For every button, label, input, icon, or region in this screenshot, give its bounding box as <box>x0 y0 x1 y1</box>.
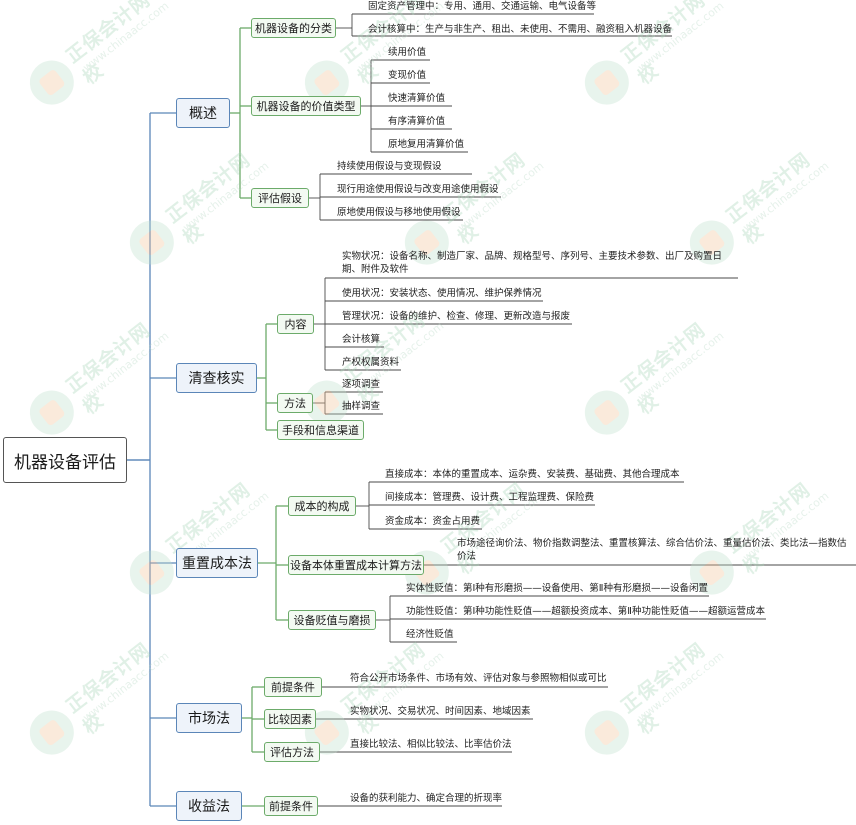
subtopic-body-replacement-cost-calc[interactable]: 设备本体重置成本计算方法 <box>288 555 424 575</box>
topic-market-method[interactable]: 市场法 <box>176 703 242 733</box>
leaf-text: 快速清算价值 <box>388 93 446 104</box>
leaf-text: 有序清算价值 <box>388 116 446 127</box>
subtopic-market-prerequisites[interactable]: 前提条件 <box>264 677 322 697</box>
leaf-text: 直接成本：本体的重置成本、运杂费、安装费、基础费、其他合理成本 <box>385 469 680 480</box>
leaf-text: 持续使用假设与变现假设 <box>337 161 442 172</box>
topic-income-method[interactable]: 收益法 <box>176 791 242 821</box>
leaf-text: 符合公开市场条件、市场有效、评估对象与参照物相似或可比 <box>350 673 607 684</box>
leaf-text: 功能性贬值：第Ⅰ种功能性贬值——超额投资成本、第Ⅱ种功能性贬值——超额运营成本 <box>406 606 765 617</box>
leaf-text: 设备的获利能力、确定合理的折现率 <box>350 793 503 804</box>
subtopic-methods[interactable]: 方法 <box>277 393 313 413</box>
subtopic-cost-composition[interactable]: 成本的构成 <box>288 496 356 516</box>
leaf-text: 间接成本：管理费、设计费、工程监理费、保险费 <box>385 492 595 503</box>
leaf-text: 抽样调查 <box>342 401 381 412</box>
subtopic-value-types[interactable]: 机器设备的价值类型 <box>251 96 361 116</box>
subtopic-comparison-factors[interactable]: 比较因素 <box>264 709 316 729</box>
subtopic-content[interactable]: 内容 <box>277 314 314 334</box>
subtopic-assessment-methods[interactable]: 评估方法 <box>264 742 320 762</box>
subtopic-depreciation-and-wear[interactable]: 设备贬值与磨损 <box>288 610 376 630</box>
leaf-text: 变现价值 <box>388 70 427 81</box>
topic-inventory-verification[interactable]: 清查核实 <box>176 363 257 393</box>
root-topic[interactable]: 机器设备评估 <box>3 437 127 483</box>
leaf-text: 现行用途使用假设与改变用途使用假设 <box>337 184 499 195</box>
leaf-text: 产权权属资料 <box>342 357 400 368</box>
leaf-text: 固定资产管理中：专用、通用、交通运输、电气设备等 <box>368 1 597 12</box>
leaf-text: 市场途径询价法、物价指数调整法、重置核算法、综合估价法、重量估价法、类比法—指数… <box>457 538 847 562</box>
leaf-text: 实物状况、交易状况、时间因素、地域因素 <box>350 706 531 717</box>
leaf-text: 直接比较法、相似比较法、比率估价法 <box>350 739 512 750</box>
leaf-text: 使用状况：安装状态、使用情况、维护保养情况 <box>342 288 542 299</box>
leaf-text: 实体性贬值：第Ⅰ种有形磨损——设备使用、第Ⅱ种有形磨损——设备闲置 <box>406 583 708 594</box>
subtopic-means-and-channels[interactable]: 手段和信息渠道 <box>277 420 364 440</box>
topic-replacement-cost-method[interactable]: 重置成本法 <box>176 548 258 578</box>
leaf-text: 会计核算 <box>342 334 381 345</box>
leaf-text: 资金成本：资金占用费 <box>385 516 481 527</box>
leaf-text: 原地使用假设与移地使用假设 <box>337 207 461 218</box>
topic-overview[interactable]: 概述 <box>176 98 230 128</box>
leaf-text: 逐项调查 <box>342 379 381 390</box>
leaf-text: 经济性贬值 <box>406 629 454 640</box>
subtopic-assessment-assumptions[interactable]: 评估假设 <box>251 188 309 208</box>
subtopic-income-prerequisites[interactable]: 前提条件 <box>264 796 318 816</box>
leaf-text: 实物状况：设备名称、制造厂家、品牌、规格型号、序列号、主要技术参数、出厂及购置日… <box>342 251 723 275</box>
leaf-text: 原地复用清算价值 <box>388 139 465 150</box>
subtopic-equipment-classification[interactable]: 机器设备的分类 <box>251 18 336 38</box>
leaf-text: 续用价值 <box>388 47 427 58</box>
leaf-text: 管理状况：设备的维护、检查、修理、更新改造与报废 <box>342 311 571 322</box>
leaf-text: 会计核算中：生产与非生产、租出、未使用、不需用、融资租入机器设备 <box>368 24 673 35</box>
